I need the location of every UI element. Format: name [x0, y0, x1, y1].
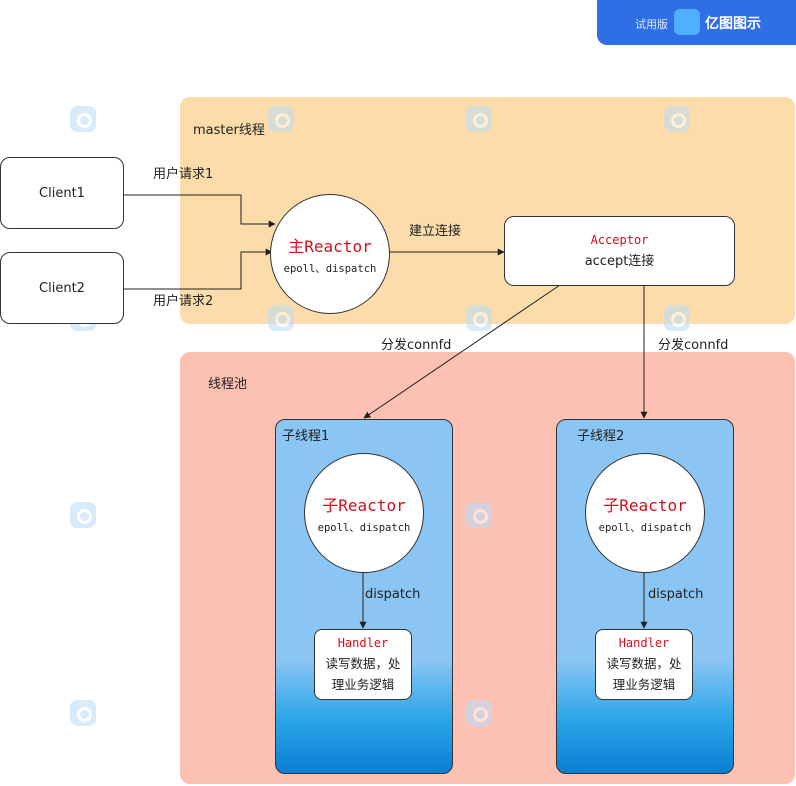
main-reactor-subtitle: epoll、dispatch [283, 262, 377, 275]
handler-1-line1: 读写数据，处 [325, 656, 401, 671]
sub-reactor-2-node[interactable]: 子Reactor epoll、dispatch [585, 453, 705, 573]
edge-label-dispatch-2: dispatch [648, 587, 704, 602]
handler-2-box[interactable]: Handler 读写数据，处 理业务逻辑 [595, 629, 693, 700]
client1-label: Client1 [39, 185, 85, 201]
edge-label-dispatch-fd-1: 分发connfd [381, 338, 452, 353]
main-reactor-title: 主Reactor [288, 236, 372, 256]
handler-2-line2: 理业务逻辑 [612, 677, 676, 692]
watermark-icon [466, 106, 492, 132]
client1-box[interactable]: Client1 [0, 157, 124, 229]
handler-2-line1: 读写数据，处 [606, 656, 682, 671]
watermark-icon [70, 700, 96, 726]
acceptor-title: Acceptor [590, 233, 649, 247]
watermark-icon [466, 700, 492, 726]
edge-label-request1: 用户请求1 [153, 167, 214, 182]
watermark-icon [70, 106, 96, 132]
watermark-icon [466, 305, 492, 331]
edge-client2-to-main-reactor [123, 248, 273, 290]
handler-1-line2: 理业务逻辑 [331, 677, 395, 692]
watermark-icon [664, 106, 690, 132]
edge-label-dispatch-1: dispatch [365, 587, 421, 602]
watermark-icon [268, 305, 294, 331]
thread-pool-label: 线程池 [208, 377, 248, 392]
sub-reactor-2-title: 子Reactor [603, 495, 687, 515]
acceptor-box[interactable]: Acceptor accept连接 [504, 216, 735, 286]
handler-1-box[interactable]: Handler 读写数据，处 理业务逻辑 [314, 629, 412, 700]
sub-reactor-1-subtitle: epoll、dispatch [317, 521, 411, 534]
client2-label: Client2 [39, 280, 85, 296]
edge-label-dispatch-fd-2: 分发connfd [658, 338, 729, 353]
edge-acceptor-to-sub-reactor-1 [363, 284, 561, 419]
sub-reactor-2-subtitle: epoll、dispatch [598, 521, 692, 534]
acceptor-subtitle: accept连接 [584, 254, 655, 269]
brand-name: 亿图图示 [705, 16, 761, 32]
sub-thread-2-label: 子线程2 [577, 429, 625, 444]
trial-banner[interactable]: 试用版 亿图图示 [597, 0, 796, 45]
watermark-icon [70, 502, 96, 528]
handler-1-title: Handler [337, 636, 389, 650]
watermark-icon [664, 305, 690, 331]
watermark-icon [268, 106, 294, 132]
master-thread-label: master线程 [193, 123, 265, 138]
watermark-icon [466, 502, 492, 528]
edge-label-connect: 建立连接 [409, 224, 462, 239]
sub-thread-1-label: 子线程1 [282, 429, 330, 444]
sub-reactor-1-title: 子Reactor [322, 495, 406, 515]
client2-box[interactable]: Client2 [0, 252, 124, 324]
edge-label-request2: 用户请求2 [153, 294, 214, 309]
trial-label: 试用版 [635, 18, 668, 31]
main-reactor-node[interactable]: 主Reactor epoll、dispatch [270, 194, 390, 314]
edge-client1-to-main-reactor [123, 194, 276, 228]
handler-2-title: Handler [618, 636, 670, 650]
sub-reactor-1-node[interactable]: 子Reactor epoll、dispatch [304, 453, 424, 573]
edraw-logo-icon [674, 9, 700, 35]
